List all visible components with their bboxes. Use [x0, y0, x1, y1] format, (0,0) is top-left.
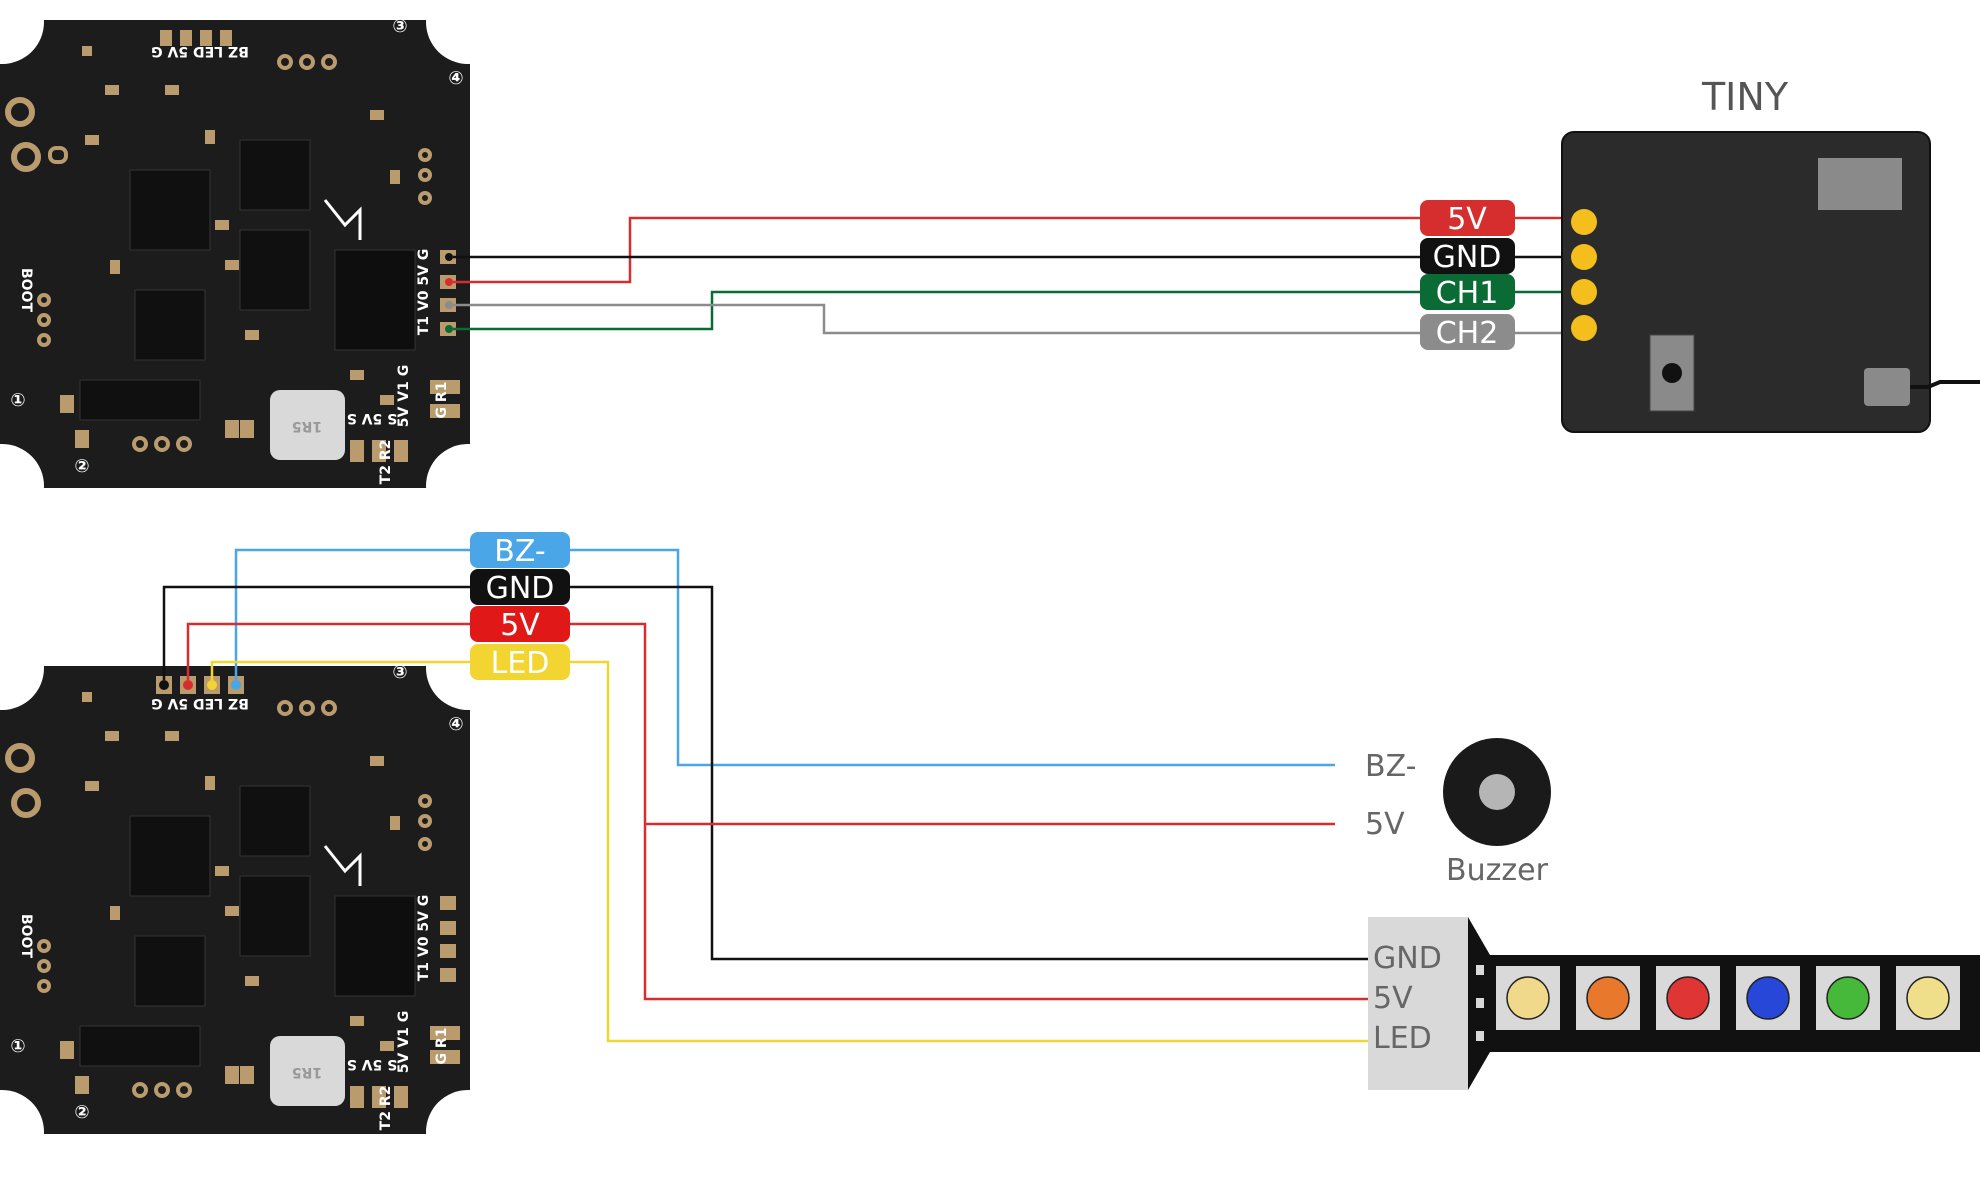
svg-text:BZ-: BZ-: [494, 534, 545, 569]
silk-bottom-pads-b: G R1: [434, 382, 450, 419]
silk-boot: BOOT: [18, 268, 34, 312]
led-dot: [1666, 976, 1710, 1020]
marker-1-bottom: ①: [10, 1036, 25, 1057]
svg-text:5V: 5V: [500, 608, 540, 643]
wire-label-5v: 5V: [470, 606, 570, 643]
receiver-pin-label-ch2: CH2: [1420, 314, 1515, 351]
led-strip: GND 5V LED: [1368, 917, 1980, 1090]
chip-marking-bottom: 1R5: [292, 1064, 322, 1080]
strip-pin-led: LED: [1373, 1021, 1432, 1056]
silk-bottom-pads-d-bottom: T2 R2: [378, 1086, 394, 1131]
receiver-tiny: TINY: [1561, 75, 1980, 433]
silk-top-header-bottom: BZ LED 5V G: [151, 695, 249, 711]
receiver-title: TINY: [1701, 75, 1789, 119]
marker-2-bottom: ②: [74, 1102, 89, 1123]
chip-marking: 1R5: [292, 418, 322, 434]
marker-4-bottom: ④: [448, 714, 463, 735]
silk-bottom-pads-a: 5V V1 G: [396, 365, 412, 427]
receiver-wires: [453, 216, 1585, 335]
marker-1: ①: [10, 390, 25, 411]
marker-2: ②: [74, 456, 89, 477]
receiver-pin-label-5v: 5V: [1420, 200, 1515, 237]
buzzer-pin-5v: 5V: [1365, 807, 1405, 842]
led-dot: [1826, 976, 1870, 1020]
flight-controller-top: 1R5: [0, 0, 510, 528]
buzzer-label: Buzzer: [1446, 853, 1549, 888]
wire-label-led: LED: [470, 644, 570, 681]
silk-boot-bottom: BOOT: [18, 914, 34, 958]
silk-side-pads-bottom: T1 V0 5V G: [416, 895, 432, 982]
peripheral-wires: [162, 548, 1368, 1043]
svg-text:5V: 5V: [1447, 202, 1487, 237]
led-dot: [1506, 976, 1550, 1020]
svg-text:CH1: CH1: [1436, 276, 1499, 311]
silk-top-header: BZ LED 5V G: [151, 43, 249, 59]
svg-text:GND: GND: [1433, 240, 1502, 275]
marker-4: ④: [448, 68, 463, 89]
silk-bottom-pads-a-bottom: 5V V1 G: [396, 1011, 412, 1073]
silk-bottom-pads-d: T2 R2: [378, 440, 394, 485]
led-dot: [1586, 976, 1630, 1020]
marker-3-bottom: ③: [392, 662, 407, 683]
led-cells: [1496, 966, 1960, 1030]
buzzer: BZ- 5V Buzzer: [1365, 738, 1551, 888]
receiver-pin-label-ch1: CH1: [1420, 274, 1515, 311]
flight-controller-bottom: 1R5: [0, 626, 510, 1174]
silk-side-pads: T1 V0 5V G: [416, 249, 432, 336]
led-dot: [1906, 976, 1950, 1020]
strip-pin-5v: 5V: [1373, 981, 1413, 1016]
silk-bottom-pads-c: S 5V S: [347, 410, 398, 426]
receiver-pin-label-gnd: GND: [1420, 238, 1515, 275]
marker-3: ③: [392, 16, 407, 37]
svg-text:GND: GND: [486, 571, 555, 606]
strip-pin-gnd: GND: [1373, 941, 1442, 976]
wire-label-bz: BZ-: [470, 532, 570, 569]
led-dot: [1746, 976, 1790, 1020]
silk-bottom-pads-c-bottom: S 5V S: [347, 1056, 398, 1072]
svg-text:CH2: CH2: [1436, 316, 1499, 351]
silk-bottom-pads-b-bottom: G R1: [434, 1028, 450, 1065]
wire-label-gnd: GND: [470, 569, 570, 606]
svg-text:LED: LED: [491, 646, 550, 681]
buzzer-pin-bz: BZ-: [1365, 749, 1416, 784]
